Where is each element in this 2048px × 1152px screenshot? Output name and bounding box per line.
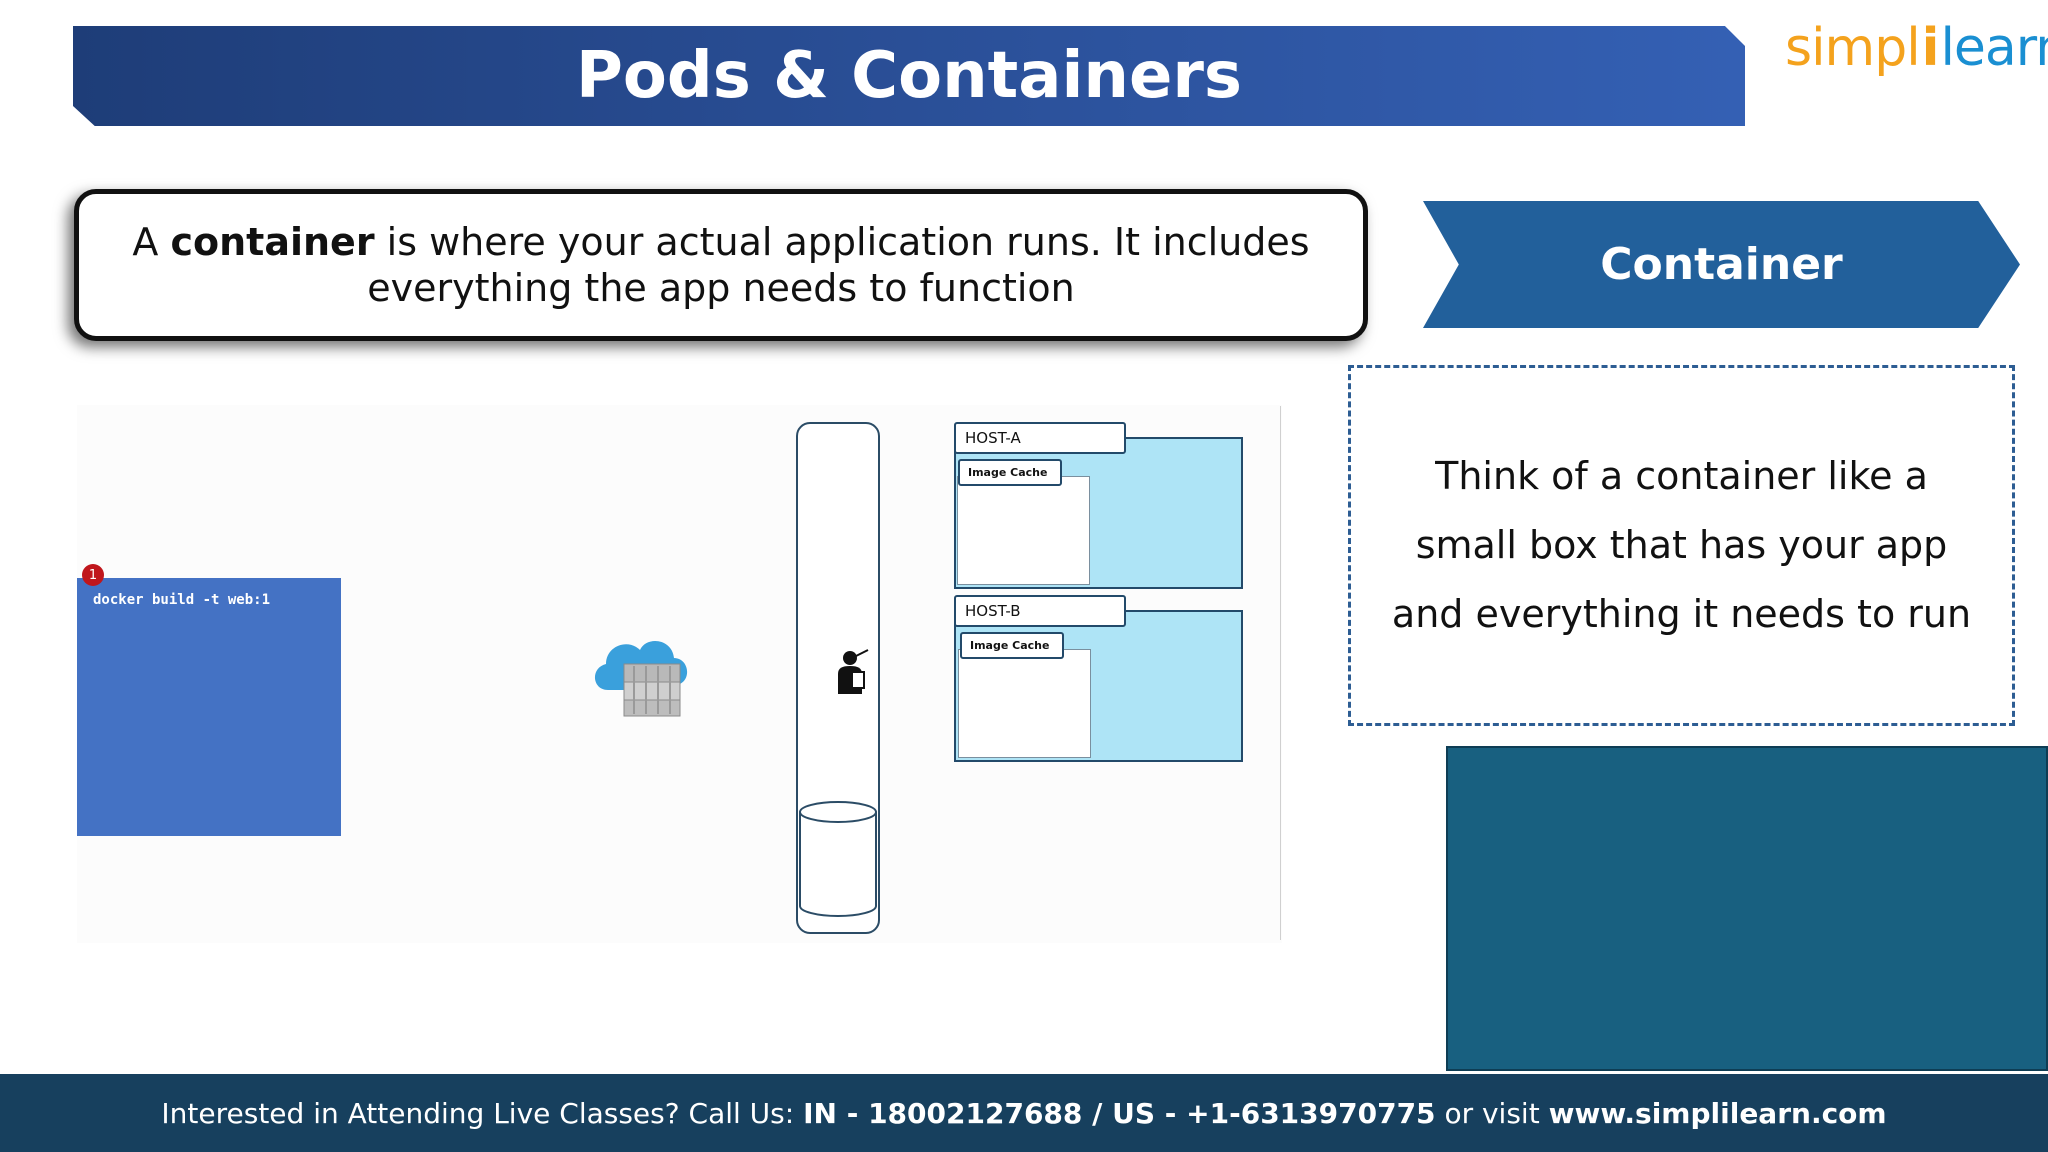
footer-phone-in: IN - 18002127688: [803, 1096, 1083, 1130]
title-banner: [73, 26, 1745, 126]
footer-middle: or visit: [1435, 1096, 1549, 1130]
logo-part-1: simpl: [1785, 18, 1921, 78]
database-icon: [799, 801, 877, 917]
footer-url-link[interactable]: www.simplilearn.com: [1548, 1096, 1887, 1130]
definition-text: A container is where your actual applica…: [131, 219, 1311, 311]
definition-box: A container is where your actual applica…: [74, 189, 1368, 341]
step-badge: 1: [82, 564, 104, 586]
video-panel: [1446, 746, 2048, 1071]
analogy-note-text: Think of a container like a small box th…: [1391, 454, 1972, 636]
diagram-divider: [1280, 406, 1281, 940]
host-b-cache-label: Image Cache: [960, 632, 1064, 659]
host-a-cache-label: Image Cache: [958, 459, 1062, 486]
terminal-panel: [77, 578, 341, 836]
cloud-registry-icon: [594, 640, 688, 717]
definition-suffix: is where your actual application runs. I…: [367, 220, 1310, 310]
footer-text: Interested in Attending Live Classes? Ca…: [161, 1097, 1886, 1130]
developer-icon: [838, 649, 869, 694]
host-a-label: HOST-A: [954, 422, 1126, 454]
definition-prefix: A: [132, 220, 171, 264]
section-chevron: [1423, 201, 2020, 328]
section-label: Container: [1600, 239, 1843, 290]
analogy-note-box: Think of a container like a small box th…: [1348, 365, 2015, 726]
footer-phone-us: US - +1-6313970775: [1112, 1096, 1436, 1130]
definition-term: container: [170, 220, 375, 264]
slide-title: Pods & Containers: [576, 39, 1242, 113]
host-b-image-cache: [958, 649, 1091, 758]
terminal-command: docker build -t web:1: [93, 592, 271, 608]
simplilearn-logo: simplilearn: [1785, 18, 2048, 88]
logo-bar: i: [1921, 18, 1940, 78]
footer-bar: Interested in Attending Live Classes? Ca…: [0, 1074, 2048, 1152]
host-a-image-cache: [957, 476, 1090, 585]
logo-part-2: learn: [1940, 18, 2048, 78]
host-b-label: HOST-B: [954, 595, 1126, 627]
footer-separator: /: [1082, 1096, 1113, 1130]
footer-prefix: Interested in Attending Live Classes? Ca…: [161, 1096, 804, 1130]
